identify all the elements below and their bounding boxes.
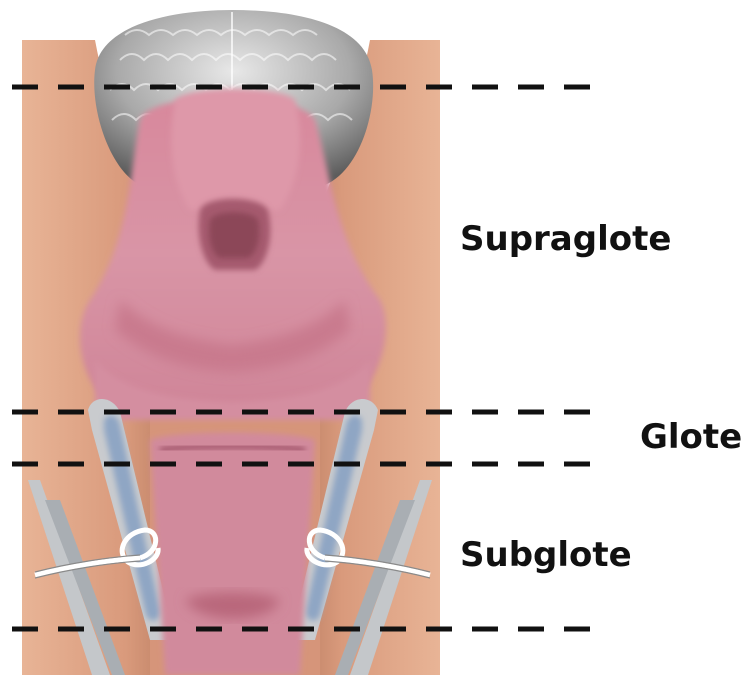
label-glote: Glote (640, 420, 742, 454)
subglottic-lumen (150, 433, 315, 675)
label-supraglote: Supraglote (460, 222, 671, 256)
label-subglote: Subglote (460, 538, 632, 572)
